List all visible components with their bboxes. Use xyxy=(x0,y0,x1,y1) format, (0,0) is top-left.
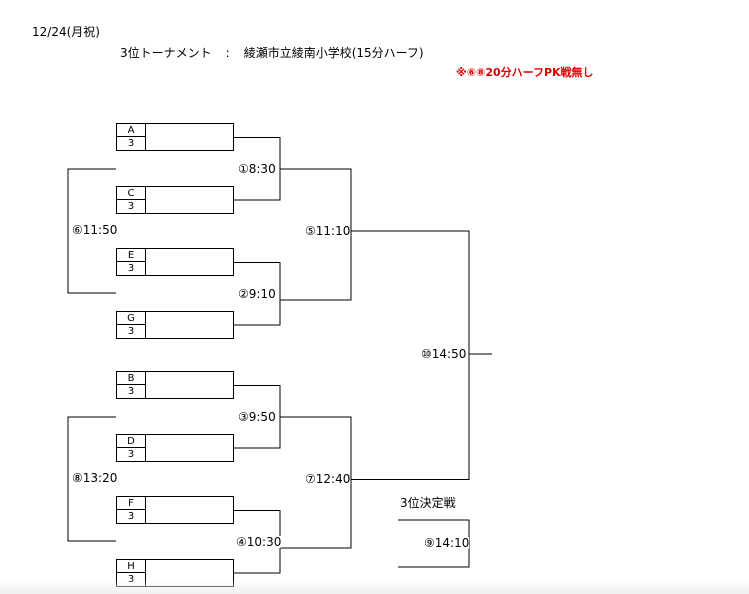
match-label-2: ②9:10 xyxy=(238,287,276,301)
team-box-divider xyxy=(145,560,146,586)
team-score: 3 xyxy=(127,449,135,460)
team-box-c: C 3 xyxy=(116,186,234,214)
match-label-9: ⑨14:10 xyxy=(424,536,470,550)
team-name: B xyxy=(117,372,145,385)
match-label-10: ⑩14:50 xyxy=(421,347,467,361)
venue-text: 綾瀬市立綾南小学校(15分ハーフ) xyxy=(243,46,424,60)
team-box-divider xyxy=(145,249,146,275)
team-score: 3 xyxy=(127,138,135,149)
team-box-f: F 3 xyxy=(116,496,234,524)
team-box-divider xyxy=(145,312,146,338)
team-box-d: D 3 xyxy=(116,434,234,462)
team-box-a: A 3 xyxy=(116,123,234,151)
team-score: 3 xyxy=(117,573,145,586)
page-bottom-shade xyxy=(0,580,749,594)
team-score: 3 xyxy=(127,326,135,337)
team-name: F xyxy=(117,497,145,510)
team-name: C xyxy=(117,187,145,200)
match-label-6: ⑥11:50 xyxy=(72,223,118,237)
team-box-divider xyxy=(145,435,146,461)
team-box-divider xyxy=(145,497,146,523)
bracket-line-m5 xyxy=(280,168,352,301)
match-label-8: ⑧13:20 xyxy=(72,471,118,485)
team-box-divider xyxy=(145,124,146,150)
rules-note: ※⑥⑧20分ハーフPK戦無し xyxy=(456,66,594,79)
team-name: D xyxy=(117,435,145,448)
team-box-divider xyxy=(145,187,146,213)
match-label-7: ⑦12:40 xyxy=(305,472,351,486)
bracket-line-m7 xyxy=(280,416,352,549)
team-score: 3 xyxy=(127,201,135,212)
date-label: 12/24(月祝) xyxy=(32,25,100,39)
team-name: E xyxy=(117,249,145,262)
bracket-line-m6 xyxy=(67,168,116,294)
team-name: A xyxy=(117,124,145,137)
bracket-line-m2 xyxy=(234,262,281,326)
team-box-g: G 3 xyxy=(116,311,234,339)
match-label-1: ①8:30 xyxy=(238,162,276,176)
title-text: 3位トーナメント xyxy=(120,46,212,60)
match-label-5: ⑤11:10 xyxy=(305,224,351,238)
team-box-b: B 3 xyxy=(116,371,234,399)
team-box-divider xyxy=(145,372,146,398)
team-name: G xyxy=(117,312,145,325)
third-place-label: 3位決定戦 xyxy=(400,496,456,510)
tournament-title: 3位トーナメント: 綾瀬市立綾南小学校(15分ハーフ) xyxy=(120,47,424,59)
team-score: 3 xyxy=(127,386,135,397)
team-name: H xyxy=(117,560,145,573)
team-score: 3 xyxy=(127,263,135,274)
match-label-4: ④10:30 xyxy=(236,535,282,549)
match-label-3: ③9:50 xyxy=(238,410,276,424)
bracket-line-m8 xyxy=(67,416,116,542)
title-separator: : xyxy=(225,46,230,60)
team-score: 3 xyxy=(127,511,135,522)
team-box-e: E 3 xyxy=(116,248,234,276)
bracket-line-m10 xyxy=(351,230,470,480)
